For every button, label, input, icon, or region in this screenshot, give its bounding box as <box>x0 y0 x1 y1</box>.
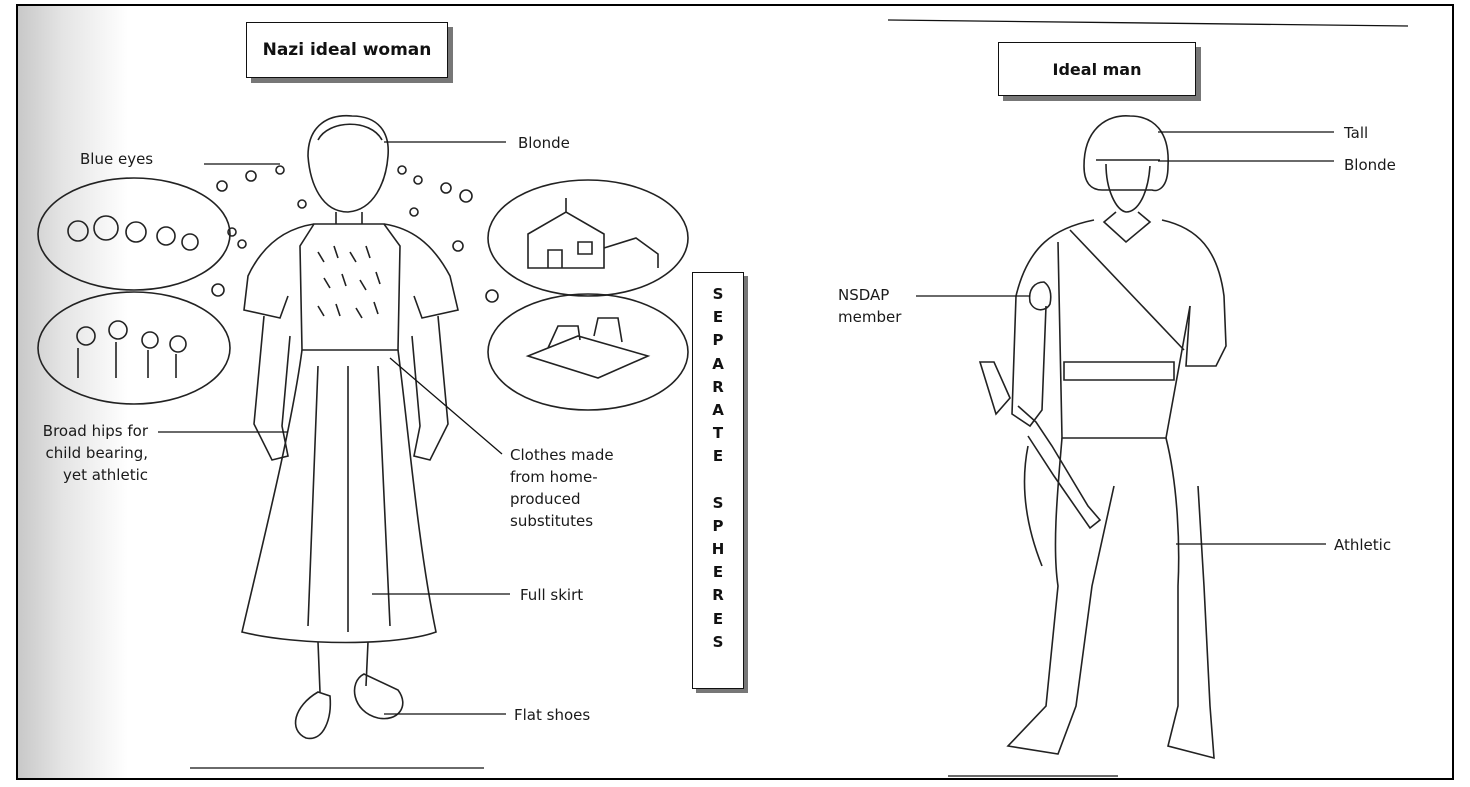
sphere-letter: E <box>693 306 743 329</box>
thought-bubble-kitchen <box>488 294 688 410</box>
label-full-skirt: Full skirt <box>520 584 583 606</box>
sphere-letter: S <box>693 283 743 306</box>
label-clothes-1: Clothes made <box>510 444 614 466</box>
thought-bubble-children-2 <box>38 292 230 404</box>
sphere-letter: E <box>693 608 743 631</box>
illustration-frame: Nazi ideal woman Ideal man Blonde Blue e… <box>16 4 1454 780</box>
label-nsdap-1: NSDAP <box>838 284 889 306</box>
label-man-blonde: Blonde <box>1344 154 1396 176</box>
man-title: Ideal man <box>998 42 1196 96</box>
thought-bubble-children-1 <box>38 178 230 290</box>
label-blue-eyes: Blue eyes <box>80 148 153 170</box>
thought-bubble-home <box>488 180 688 296</box>
sphere-letter <box>693 469 743 492</box>
woman-figure <box>242 116 458 739</box>
sphere-letter: E <box>693 561 743 584</box>
sphere-letter: A <box>693 353 743 376</box>
sphere-letter: P <box>693 515 743 538</box>
label-hips-3: yet athletic <box>28 464 148 486</box>
label-tall: Tall <box>1344 122 1368 144</box>
label-hips-2: child bearing, <box>28 442 148 464</box>
sphere-letter: A <box>693 399 743 422</box>
sphere-letter: T <box>693 422 743 445</box>
sphere-letter: H <box>693 538 743 561</box>
sphere-letter: S <box>693 631 743 654</box>
label-hips-1: Broad hips for <box>28 420 148 442</box>
man-figure <box>980 116 1226 758</box>
sphere-letter: R <box>693 376 743 399</box>
sphere-letter: E <box>693 445 743 468</box>
label-woman-blonde: Blonde <box>518 132 570 154</box>
sphere-letter: S <box>693 492 743 515</box>
label-nsdap-2: member <box>838 306 901 328</box>
label-clothes-4: substitutes <box>510 510 593 532</box>
separate-spheres-text: S E P A R A T E S P H E R E S <box>693 283 743 654</box>
sphere-letter: R <box>693 584 743 607</box>
sphere-letter: P <box>693 329 743 352</box>
leader-lines <box>158 20 1408 776</box>
label-athletic: Athletic <box>1334 534 1391 556</box>
label-flat-shoes: Flat shoes <box>514 704 590 726</box>
thought-bubble-dots <box>212 166 498 302</box>
label-clothes-3: produced <box>510 488 581 510</box>
separate-spheres-box: S E P A R A T E S P H E R E S <box>692 272 744 689</box>
label-clothes-2: from home- <box>510 466 598 488</box>
woman-title: Nazi ideal woman <box>246 22 448 78</box>
